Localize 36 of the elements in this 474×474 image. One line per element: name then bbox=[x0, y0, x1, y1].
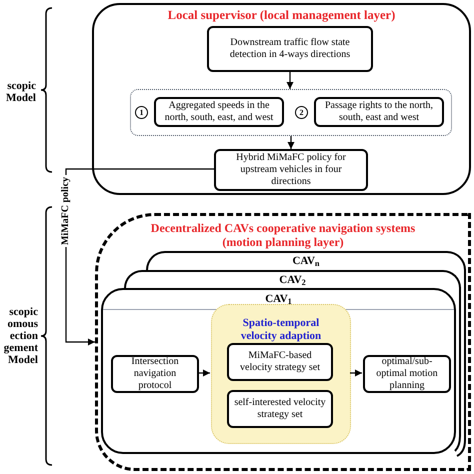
edge-label: MiMaFC policy bbox=[60, 174, 72, 247]
arrow bbox=[286, 72, 294, 89]
arrow bbox=[350, 370, 362, 376]
box-text: Intersection navigation protocol bbox=[130, 356, 180, 392]
model-label: scopic Model bbox=[5, 80, 36, 104]
model-label: scopic omous ection gement Model bbox=[2, 306, 38, 366]
process-box bbox=[111, 355, 199, 393]
group-panel bbox=[211, 304, 351, 444]
box-text: Downstream traffic flow state detection in 4-ways directions bbox=[228, 37, 352, 61]
process-box bbox=[214, 149, 368, 191]
group-box bbox=[130, 89, 452, 136]
layer-title: Decentralized CAVs cooperative navigation systems (motion planning layer) bbox=[150, 221, 416, 249]
group-title: Spatio-temporal velocity adaption bbox=[240, 317, 322, 343]
layer-panel bbox=[95, 213, 471, 471]
arrow bbox=[198, 370, 210, 376]
box-text: self-interested velocity strategy set bbox=[233, 397, 327, 421]
vehicle-card bbox=[124, 270, 461, 288]
vehicle-title: CAV$_{1}$ bbox=[265, 292, 292, 308]
process-box bbox=[363, 355, 451, 393]
layer-title: Local supervisor (local management layer) bbox=[168, 8, 396, 22]
box-text: Passage rights to the north, south, east and west bbox=[324, 100, 434, 124]
step-number: 2 bbox=[295, 106, 308, 119]
step-number: 1 bbox=[135, 106, 148, 119]
process-box bbox=[207, 26, 373, 72]
box-text: Aggregated speeds in the north, south, east, and west bbox=[164, 100, 274, 124]
box-text: optimal/sub-optimal motion planning bbox=[375, 356, 439, 392]
process-box bbox=[227, 390, 333, 428]
vehicle-card bbox=[146, 251, 466, 270]
arrow bbox=[288, 136, 294, 149]
box-text: Hybrid MiMaFC policy for upstream vehicles in four directions bbox=[235, 152, 347, 188]
process-box bbox=[227, 343, 333, 381]
layer-panel bbox=[92, 3, 471, 195]
vehicle-title: CAV$_{2}$ bbox=[279, 273, 306, 289]
vehicle-card bbox=[101, 288, 456, 454]
vehicle-title: CAV$_{n}$ bbox=[292, 254, 320, 270]
box-text: MiMaFC-based velocity strategy set bbox=[239, 350, 321, 374]
